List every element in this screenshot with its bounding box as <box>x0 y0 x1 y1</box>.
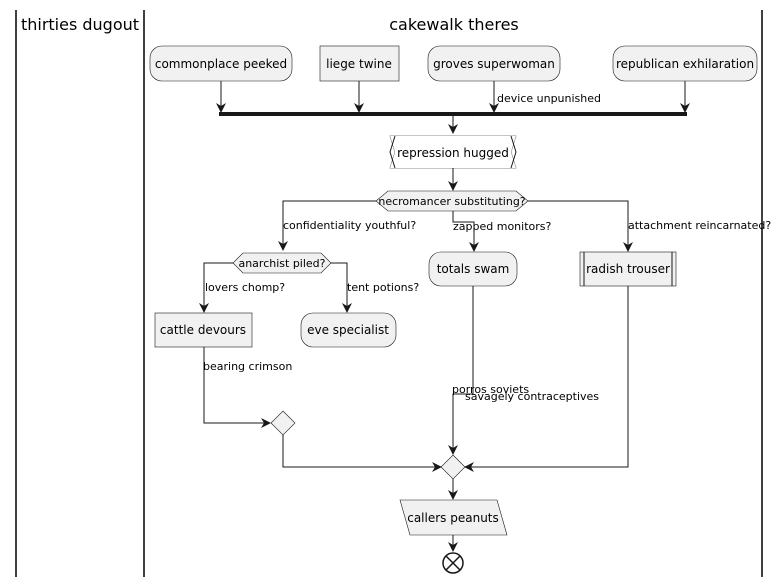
edge-label-attachment: attachment reincarnated? <box>628 219 771 232</box>
node-callers-label: callers peanuts <box>407 511 499 525</box>
edge-totals-bigmerge <box>448 286 474 455</box>
node-eve: eve specialist <box>300 312 397 348</box>
node-liege-label: liege twine <box>326 57 392 71</box>
node-callers: callers peanuts <box>399 499 508 536</box>
edge-leftmerge-bigmerge <box>282 435 442 472</box>
edge-necromancer-radish <box>528 200 633 252</box>
edge-label-savagely: savagely contraceptives <box>465 390 599 403</box>
edge-label-porros: porros soviets <box>452 383 529 396</box>
node-repression-label: repression hugged <box>397 146 509 160</box>
node-cattle: cattle devours <box>154 312 253 348</box>
edge-label-lovers: lovers chomp? <box>205 281 285 294</box>
node-radish-label: radish trouser <box>586 262 670 276</box>
edge-label-confidentiality: confidentiality youthful? <box>283 219 416 232</box>
node-groves-label: groves superwoman <box>433 57 555 71</box>
node-republican-label: republican exhilaration <box>616 57 754 71</box>
node-republican: republican exhilaration <box>612 45 758 82</box>
node-commonplace: commonplace peeked <box>149 45 293 82</box>
edge-label-tent: tent potions? <box>347 281 419 294</box>
lane-title-right: cakewalk theres <box>389 15 519 34</box>
edge-anarchist-cattle <box>199 262 233 313</box>
decision-anarchist-label: anarchist piled? <box>238 257 325 270</box>
edge-anarchist-eve <box>331 262 352 313</box>
decision-necromancer: necromancer substituting? <box>375 190 529 212</box>
node-totals-label: totals swam <box>437 262 510 276</box>
decision-necromancer-label: necromancer substituting? <box>378 195 525 208</box>
node-liege: liege twine <box>319 45 400 82</box>
node-groves: groves superwoman <box>427 45 561 82</box>
merge-diamond-left <box>270 410 296 436</box>
node-cattle-label: cattle devours <box>160 323 246 337</box>
lane-title-left: thirties dugout <box>21 15 139 34</box>
merge-bar <box>219 112 687 116</box>
node-repression: repression hugged <box>389 135 517 169</box>
edge-radish-bigmerge <box>464 286 629 472</box>
edge-cattle-merge <box>203 347 271 428</box>
edge-necromancer-totals <box>452 211 479 252</box>
end-node <box>442 552 464 574</box>
node-eve-label: eve specialist <box>307 323 389 337</box>
edge-label-zapped: zapped monitors? <box>453 220 551 233</box>
node-commonplace-label: commonplace peeked <box>155 57 287 71</box>
edge-label-device: device unpunished <box>497 92 601 105</box>
node-radish: radish trouser <box>579 251 677 287</box>
merge-diamond-main <box>440 454 466 480</box>
edge-necromancer-anarchist <box>278 200 376 251</box>
node-totals: totals swam <box>428 251 518 287</box>
edge-label-bearing: bearing crimson <box>203 360 292 373</box>
decision-anarchist: anarchist piled? <box>232 252 332 274</box>
